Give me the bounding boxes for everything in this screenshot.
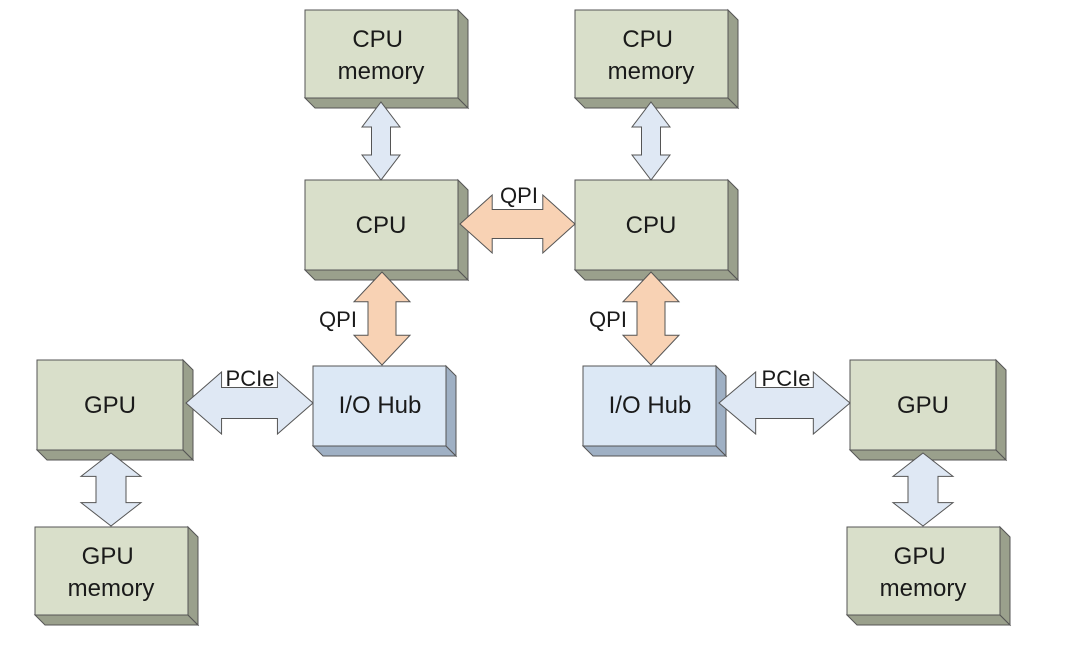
cpu-left-box: CPU [303, 178, 470, 282]
cpu-memory-right-box: CPU memory [573, 8, 740, 110]
cpu-memory-right-link-arrow [630, 101, 672, 181]
gpu-memory-left-box: GPU memory [33, 525, 200, 627]
pcie-right-arrow-shape [718, 370, 851, 436]
cpu-left-label: CPU [356, 212, 407, 239]
qpi-cpu-cpu-label: QPI [500, 183, 538, 208]
gpu-memory-right-box: GPU memory [845, 525, 1012, 627]
qpi-cpu-cpu-arrow [459, 193, 576, 255]
gpu-right-label: GPU [897, 392, 949, 419]
cpu-memory-right-label: CPU memory [608, 26, 695, 85]
gpu-memory-right-link-arrow [891, 452, 955, 527]
qpi-right-label: QPI [589, 307, 627, 332]
pcie-left-arrow-shape [185, 370, 314, 436]
gpu-memory-right-label: GPU memory [880, 543, 967, 602]
qpi-right-arrow-shape [621, 271, 681, 366]
pcie-left-arrow [185, 370, 314, 436]
qpi-left-arrow-shape [352, 271, 412, 366]
cpu-memory-left-box: CPU memory [303, 8, 470, 110]
pcie-right-arrow [718, 370, 851, 436]
io-hub-left-label: I/O Hub [339, 392, 422, 419]
qpi-cpu-cpu-arrow-shape [459, 193, 576, 255]
gpu-memory-left-link-arrow-shape [79, 452, 143, 527]
io-hub-right-label: I/O Hub [609, 392, 692, 419]
cpu-memory-right-link-arrow-shape [630, 101, 672, 181]
qpi-left-label: QPI [319, 307, 357, 332]
io-hub-right-box: I/O Hub [581, 364, 728, 458]
io-hub-left-box: I/O Hub [311, 364, 458, 458]
qpi-right-arrow [621, 271, 681, 366]
pcie-left-label: PCIe [226, 366, 275, 391]
cpu-right-label: CPU [626, 212, 677, 239]
pcie-right-label: PCIe [762, 366, 811, 391]
cpu-memory-left-label: CPU memory [338, 26, 425, 85]
qpi-left-arrow [352, 271, 412, 366]
gpu-right-box: GPU [848, 358, 1008, 462]
gpu-memory-left-label: GPU memory [68, 543, 155, 602]
gpu-left-label: GPU [84, 392, 136, 419]
gpu-left-box: GPU [35, 358, 195, 462]
gpu-memory-right-link-arrow-shape [891, 452, 955, 527]
cpu-memory-left-link-arrow [360, 101, 402, 181]
cpu-memory-left-link-arrow-shape [360, 101, 402, 181]
gpu-memory-left-link-arrow [79, 452, 143, 527]
cpu-right-box: CPU [573, 178, 740, 282]
